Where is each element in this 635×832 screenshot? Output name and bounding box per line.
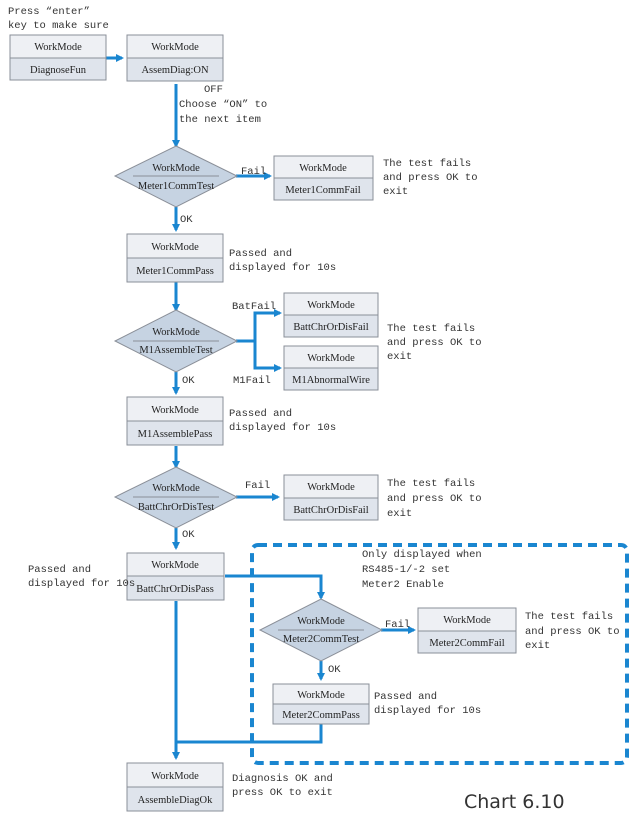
test-fails-1-line3: exit: [383, 186, 408, 198]
node-title: WorkMode: [297, 690, 345, 701]
node-title: WorkMode: [307, 300, 355, 311]
connectors: [106, 54, 416, 760]
ok-label-3: OK: [182, 529, 195, 541]
node-value: Meter1CommFail: [285, 185, 360, 196]
arrow-batt-pass-to-meter2-test: [225, 574, 325, 600]
decision-meter2-comm-test: WorkMode Meter2CommTest: [258, 598, 384, 662]
node-value: Meter1CommPass: [136, 266, 214, 277]
ok-label-2: OK: [182, 375, 195, 387]
lcd-box-batt-fail-2: WorkMode BattChrOrDisFail: [283, 474, 379, 521]
passed-4-line2: displayed for 10s: [374, 705, 481, 717]
test-fails-3-line3: exit: [387, 508, 412, 520]
press-enter-line1: Press “enter”: [8, 6, 90, 18]
lcd-box-diagnose-fun: WorkMode DiagnoseFun: [9, 34, 107, 81]
node-title: WorkMode: [151, 405, 199, 416]
passed-1-line2: displayed for 10s: [229, 262, 336, 274]
ok-label-4: OK: [328, 664, 341, 676]
lcd-box-meter2-pass: WorkMode Meter2CommPass: [272, 683, 370, 725]
lcd-box-batt-fail-1: WorkMode BattChrOrDisFail: [283, 292, 379, 338]
lcd-box-assem-diag: WorkMode AssemDiag:ON: [126, 34, 224, 82]
test-fails-3-line2: and press OK to: [387, 493, 482, 505]
fail-label-1: Fail: [241, 166, 266, 178]
node-value: Meter2CommTest: [283, 634, 359, 645]
node-title: WorkMode: [152, 163, 200, 174]
lcd-box-meter1-pass: WorkMode Meter1CommPass: [126, 233, 224, 283]
node-value: AssembleDiagOk: [138, 795, 213, 806]
node-title: WorkMode: [151, 560, 199, 571]
meter2-conditional-region: [250, 543, 629, 765]
test-fails-4-line2: and press OK to: [525, 626, 620, 638]
node-title: WorkMode: [151, 242, 199, 253]
decision-meter1-comm-test: WorkMode Meter1CommTest: [113, 145, 239, 208]
fail-label-2: Fail: [245, 480, 270, 492]
batfail-label: BatFail: [232, 301, 276, 313]
test-fails-2-line3: exit: [387, 351, 412, 363]
lcd-box-meter1-fail: WorkMode Meter1CommFail: [273, 155, 374, 201]
diagnosis-ok-line2: press OK to exit: [232, 787, 333, 799]
choose-on-line2: the next item: [179, 114, 261, 126]
test-fails-2-line2: and press OK to: [387, 337, 482, 349]
choose-on-line1: Choose “ON” to: [179, 99, 267, 111]
only-displayed-line1: Only displayed when: [362, 549, 482, 561]
node-value: AssemDiag:ON: [141, 65, 208, 76]
test-fails-4-line3: exit: [525, 640, 550, 652]
node-title: WorkMode: [299, 163, 347, 174]
node-title: WorkMode: [152, 327, 200, 338]
node-title: WorkMode: [443, 615, 491, 626]
node-value: BattChrOrDisFail: [293, 505, 368, 516]
passed-2-line2: displayed for 10s: [229, 422, 336, 434]
node-title: WorkMode: [151, 771, 199, 782]
node-title: WorkMode: [307, 353, 355, 364]
lcd-box-m1-assemble-pass: WorkMode M1AssemblePass: [126, 396, 224, 446]
m1fail-label: M1Fail: [233, 375, 271, 387]
off-label: OFF: [204, 84, 223, 96]
node-value: M1AbnormalWire: [292, 375, 370, 386]
test-fails-1-line2: and press OK to: [383, 172, 478, 184]
arrow-m1fail: [253, 341, 282, 372]
only-displayed-line3: Meter2 Enable: [362, 579, 444, 591]
node-title: WorkMode: [151, 42, 199, 53]
chart-caption: Chart 6.10: [464, 791, 565, 813]
press-enter-line2: key to make sure: [8, 20, 109, 32]
node-title: WorkMode: [307, 482, 355, 493]
arrow-meter2-pass-return: [176, 723, 323, 744]
passed-1-line1: Passed and: [229, 248, 292, 260]
ok-label-1: OK: [180, 214, 193, 226]
passed-3-line2: displayed for 10s: [28, 578, 135, 590]
node-value: Meter2CommFail: [429, 638, 504, 649]
passed-4-line1: Passed and: [374, 691, 437, 703]
node-value: BattChrOrDisFail: [293, 322, 368, 333]
node-title: WorkMode: [297, 616, 345, 627]
node-value: M1AssemblePass: [138, 429, 213, 440]
annotations: Press “enter” key to make sure OFF Choos…: [8, 6, 620, 813]
lcd-box-meter2-fail: WorkMode Meter2CommFail: [417, 607, 517, 654]
node-title: WorkMode: [152, 483, 200, 494]
fail-label-3: Fail: [385, 619, 410, 631]
node-value: BattChrOrDisTest: [138, 502, 214, 513]
node-value: DiagnoseFun: [30, 65, 87, 76]
lcd-box-assemble-diag-ok: WorkMode AssembleDiagOk: [126, 762, 224, 812]
node-title: WorkMode: [34, 42, 82, 53]
node-value: Meter2CommPass: [282, 710, 360, 721]
only-displayed-line2: RS485-1/-2 set: [362, 564, 450, 576]
arrow-batfail: [236, 309, 282, 343]
test-fails-2-line1: The test fails: [387, 323, 475, 335]
node-value: BattChrOrDisPass: [136, 584, 214, 595]
decision-batt-test: WorkMode BattChrOrDisTest: [113, 466, 239, 529]
lcd-box-m1-abnormal-wire: WorkMode M1AbnormalWire: [283, 345, 379, 391]
passed-2-line1: Passed and: [229, 408, 292, 420]
passed-3-line1: Passed and: [28, 564, 91, 576]
test-fails-4-line1: The test fails: [525, 611, 613, 623]
node-value: M1AssembleTest: [139, 345, 212, 356]
test-fails-3-line1: The test fails: [387, 478, 475, 490]
test-fails-1-line1: The test fails: [383, 158, 471, 170]
decision-m1-assemble-test: WorkMode M1AssembleTest: [113, 309, 239, 373]
node-value: Meter1CommTest: [138, 181, 214, 192]
diagnosis-ok-line1: Diagnosis OK and: [232, 773, 333, 785]
lcd-box-batt-pass: WorkMode BattChrOrDisPass: [126, 552, 225, 601]
